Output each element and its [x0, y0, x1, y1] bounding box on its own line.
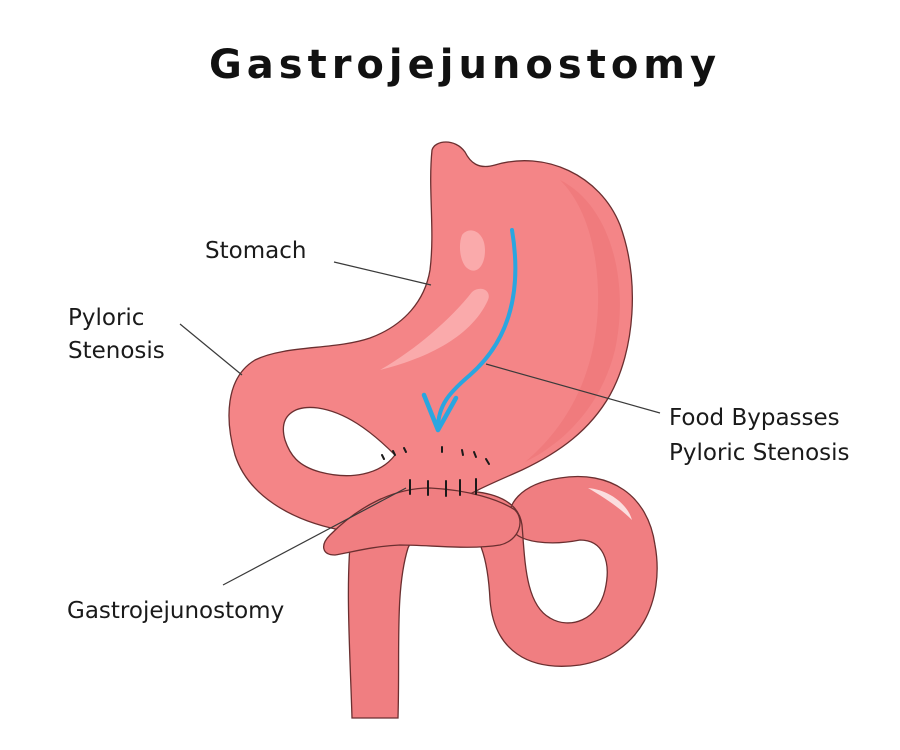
- leader-pyloric-stenosis: [179, 323, 243, 376]
- label-pyloric-stenosis-line2: Stenosis: [68, 338, 165, 364]
- jejunum-descending-limb: [347, 475, 658, 719]
- food-path-arrowhead: [421, 392, 459, 433]
- label-food-bypass-line2: Pyloric Stenosis: [669, 440, 850, 466]
- label-food-bypass-line1: Food Bypasses: [669, 405, 840, 431]
- food-path-arrow: [436, 228, 518, 430]
- leader-gastrojejunostomy: [222, 487, 407, 586]
- label-stomach: Stomach: [205, 238, 306, 264]
- stomach-shade: [525, 180, 620, 462]
- label-pyloric-stenosis-line1: Pyloric: [68, 305, 144, 331]
- diagram-title: Gastrojejunostomy: [209, 42, 721, 88]
- jejunum-front-loop: [323, 487, 521, 556]
- stomach-highlight-upper: [459, 230, 485, 271]
- label-gastrojejunostomy: Gastrojejunostomy: [67, 598, 284, 624]
- suture-marks: [381, 446, 490, 497]
- leader-food-bypass: [485, 363, 661, 414]
- stomach-highlight-lower: [380, 288, 489, 370]
- leader-stomach: [333, 261, 432, 286]
